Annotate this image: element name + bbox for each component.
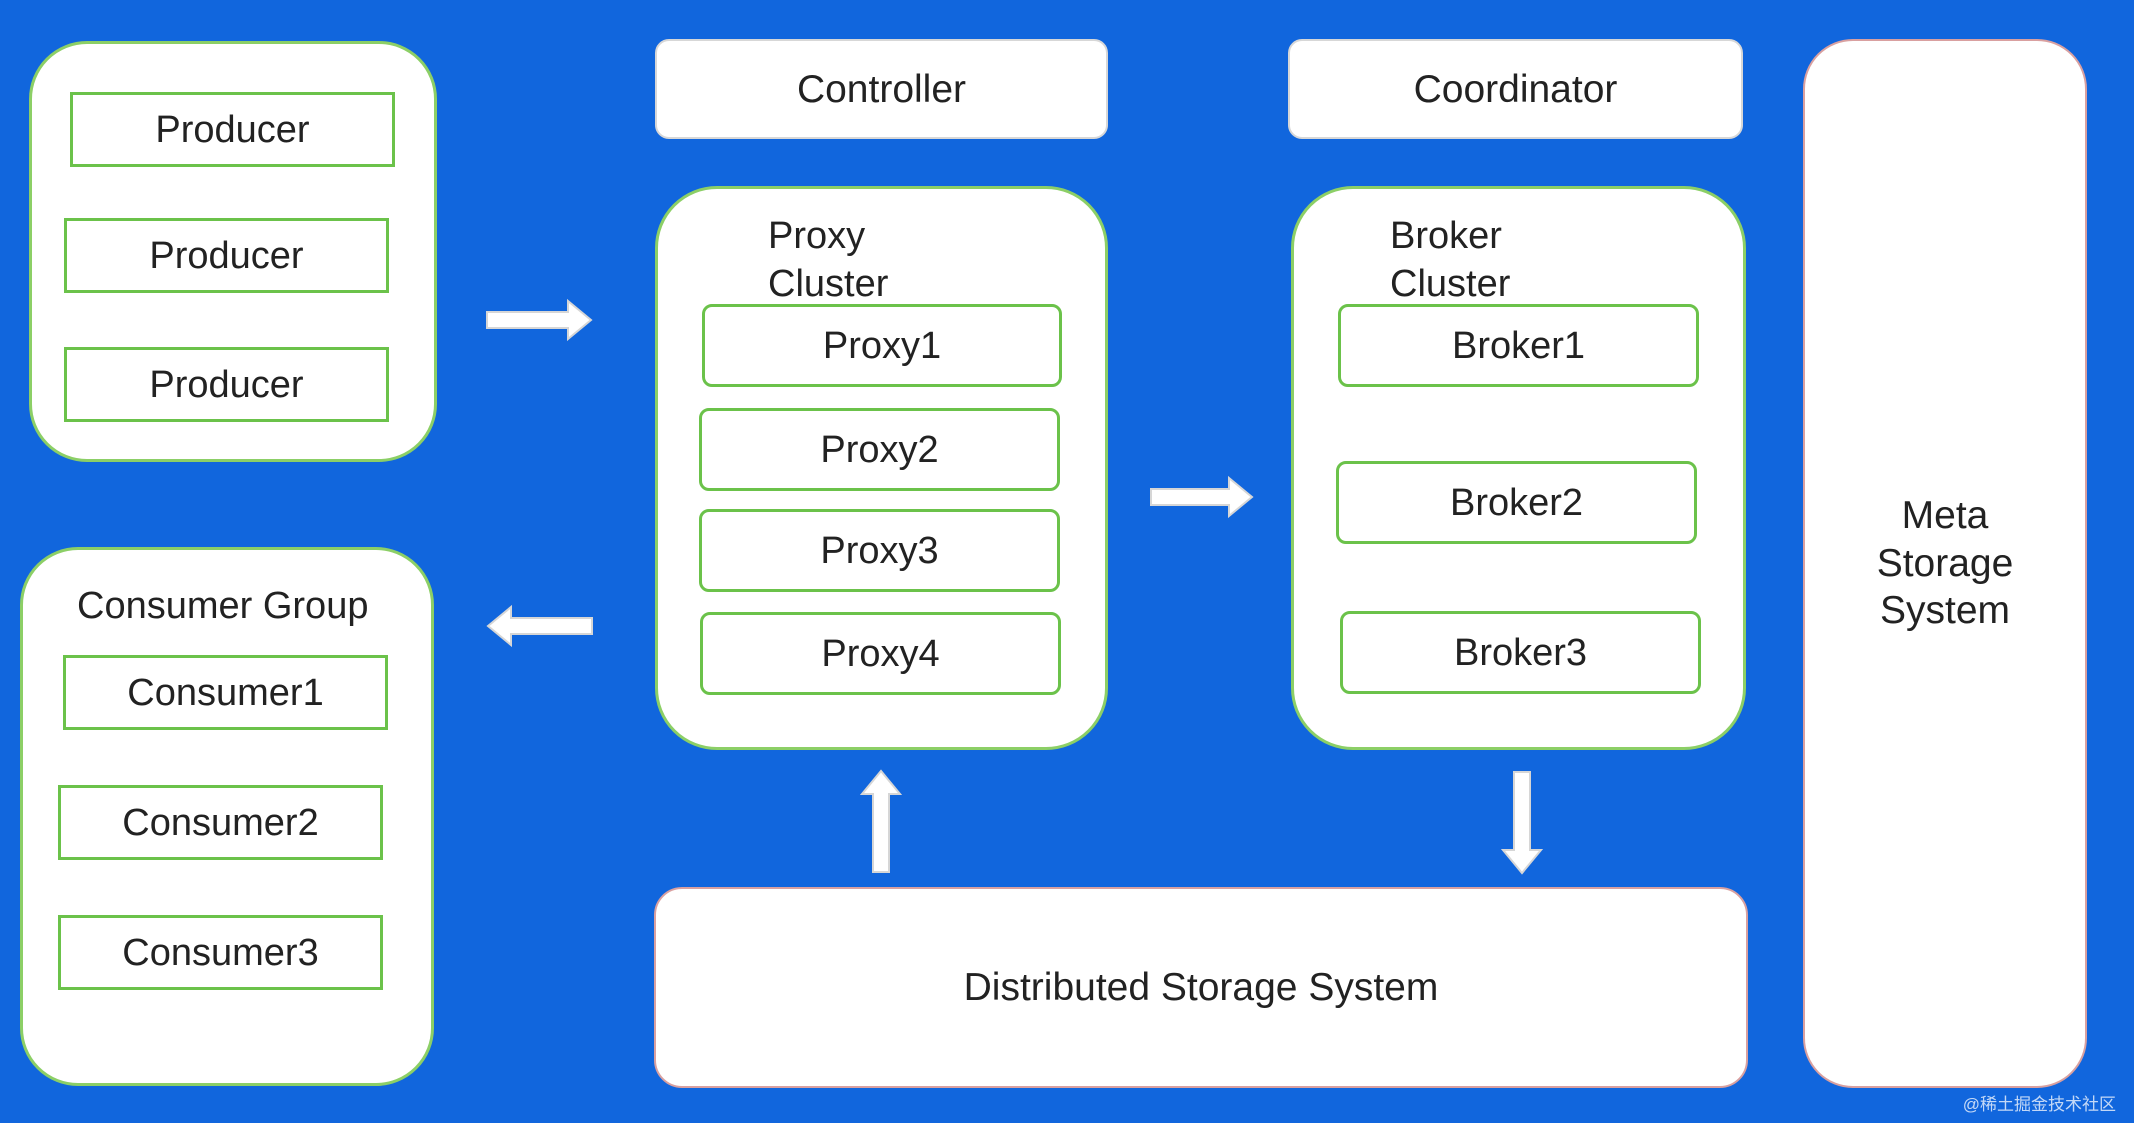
proxy-to-consumers-arrow — [486, 604, 593, 648]
producer-node-2: Producer — [64, 218, 389, 293]
producer-node-1: Producer — [70, 92, 395, 167]
consumer-node-1: Consumer1 — [63, 655, 388, 730]
consumer-node-3: Consumer3 — [58, 915, 383, 990]
proxy-node-4: Proxy4 — [700, 612, 1061, 695]
coordinator-node: Coordinator — [1288, 39, 1743, 139]
consumer-group-title: Consumer Group — [77, 585, 369, 627]
broker-node-2: Broker2 — [1336, 461, 1697, 544]
watermark-text: @稀土掘金技术社区 — [1962, 1095, 2116, 1114]
storage-to-proxy-arrow — [859, 769, 903, 873]
proxy-node-1: Proxy1 — [702, 304, 1062, 387]
controller-node: Controller — [655, 39, 1108, 139]
producers-to-proxy-arrow — [486, 298, 593, 342]
distributed-storage-node: Distributed Storage System — [654, 887, 1748, 1088]
broker-node-3: Broker3 — [1340, 611, 1701, 694]
proxy-cluster-title: Proxy Cluster — [768, 215, 889, 306]
proxy-node-2: Proxy2 — [699, 408, 1060, 491]
producer-node-3: Producer — [64, 347, 389, 422]
proxy-to-broker-arrow — [1150, 475, 1254, 519]
meta-storage-node: Meta Storage System — [1803, 39, 2087, 1088]
broker-cluster-title: Broker Cluster — [1390, 215, 1511, 306]
broker-to-storage-arrow — [1500, 771, 1544, 875]
proxy-node-3: Proxy3 — [699, 509, 1060, 592]
broker-node-1: Broker1 — [1338, 304, 1699, 387]
consumer-node-2: Consumer2 — [58, 785, 383, 860]
